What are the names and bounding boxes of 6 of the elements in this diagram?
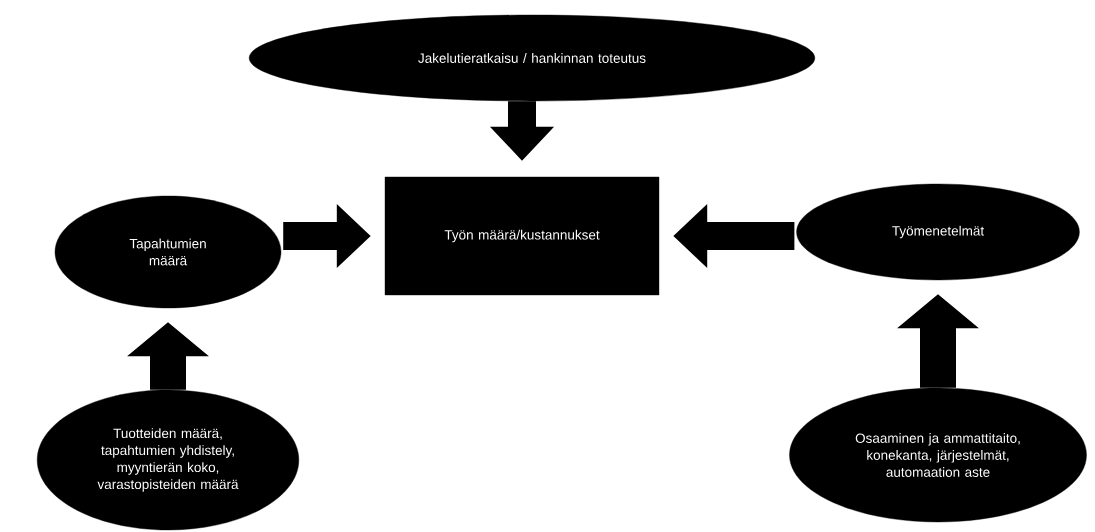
ellipse-node: Tapahtumien määrä [54, 195, 282, 309]
ellipse-node: Osaaminen ja ammattitaito, konekanta, järjestelmät, automaation aste [789, 387, 1087, 523]
ellipse-node: Työmenetelmät [796, 183, 1080, 281]
process-box: Työn määrä/kustannukset [384, 176, 660, 296]
ellipse-node: Jakelutieratkaisu / hankinnan toteutus [248, 14, 816, 102]
ellipse-node: Tuotteiden määrä, tapahtumien yhdistely, myyntierän koko, varastopisteiden määrä [37, 389, 300, 531]
